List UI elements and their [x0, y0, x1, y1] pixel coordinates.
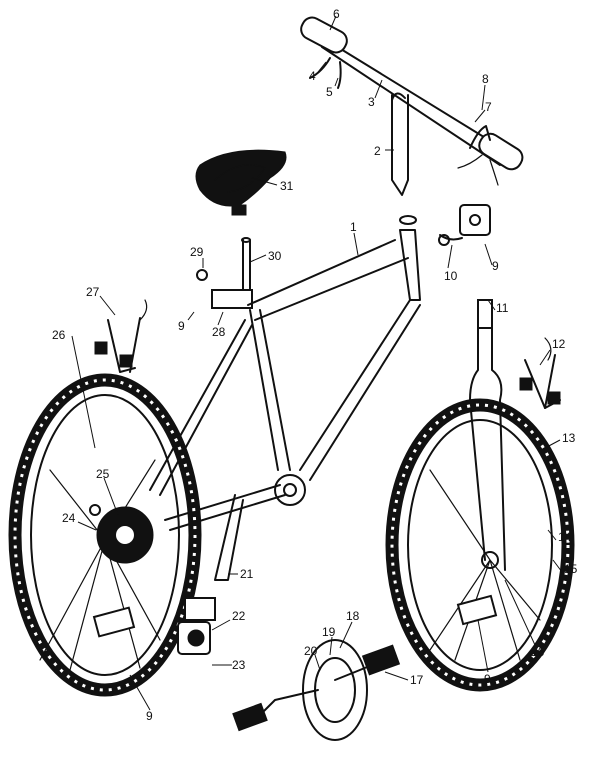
front-wheel-part [385, 398, 575, 692]
callout-6: 6 [333, 7, 340, 21]
callout-8: 8 [482, 72, 489, 86]
callout-18: 18 [346, 609, 360, 623]
callout-4: 4 [309, 69, 316, 83]
head-reflector-part [438, 204, 491, 246]
callout-23: 23 [232, 658, 246, 672]
callout-19: 19 [322, 625, 336, 639]
callout-25: 25 [96, 467, 110, 481]
callout-11: 11 [496, 301, 509, 315]
callout-26: 26 [52, 328, 66, 342]
callout-16: 16 [531, 645, 545, 659]
brake-lever-right-part [457, 125, 499, 186]
frame-part [149, 215, 421, 531]
front-brake-part [519, 337, 561, 409]
callout-1: 1 [350, 220, 357, 234]
rear-brake-part [94, 299, 148, 373]
callout-9-front-reflector: 9 [484, 672, 491, 686]
callout-9-rear-reflector: 9 [146, 709, 153, 723]
callout-21: 21 [240, 567, 254, 581]
callout-17: 17 [410, 673, 424, 687]
callout-30: 30 [268, 249, 282, 263]
leader-lines [71, 15, 563, 711]
left-pedal-part [232, 702, 268, 732]
callout-14: 14 [558, 530, 572, 544]
handlebar-part [300, 16, 524, 171]
rear-derailleur-part [177, 597, 216, 655]
brake-lever-left-part [309, 57, 342, 89]
callout-22: 22 [232, 609, 246, 623]
rear-wheel-part [8, 373, 202, 697]
callout-7: 7 [485, 100, 492, 114]
kickstand-part [214, 494, 244, 581]
callout-15: 15 [564, 562, 578, 576]
callout-29: 29 [190, 245, 204, 259]
seat-clamp-part [196, 269, 253, 309]
callout-13: 13 [562, 431, 576, 445]
front-fork-part [469, 299, 506, 571]
saddle-part [195, 149, 287, 216]
callout-10: 10 [444, 269, 458, 283]
callout-24: 24 [62, 511, 76, 525]
callout-9-head-reflector: 9 [492, 259, 499, 273]
callout-3: 3 [368, 95, 375, 109]
callout-31: 31 [280, 179, 294, 193]
right-pedal-part [361, 644, 401, 676]
callout-9-seat-reflector: 9 [178, 319, 185, 333]
callout-28: 28 [212, 325, 226, 339]
callout-27: 27 [86, 285, 100, 299]
callout-2: 2 [374, 144, 381, 158]
callout-20: 20 [304, 644, 318, 658]
callout-labels: 6 4 5 3 8 7 2 1 31 30 29 9 28 27 26 25 2… [52, 7, 578, 723]
stem-part [391, 92, 409, 196]
callout-12: 12 [552, 337, 566, 351]
callout-5: 5 [326, 85, 333, 99]
